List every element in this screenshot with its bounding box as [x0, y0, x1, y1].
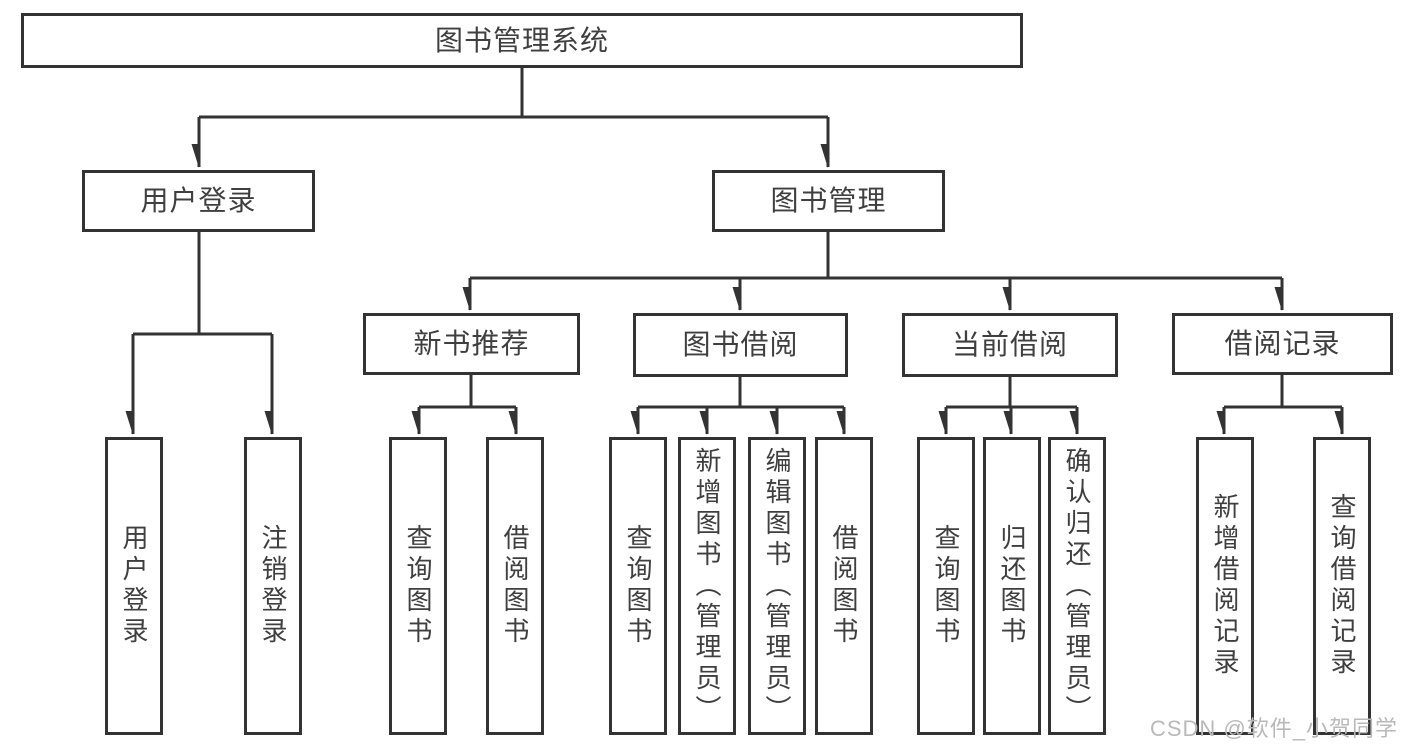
leaf-current-return-books-label: 归还图书 [997, 524, 1027, 648]
node-book-borrow: 图书借阅 [633, 313, 848, 377]
leaf-user-login: 用户登录 [105, 437, 163, 735]
watermark-text: CSDN @软件_小贺同学 [1149, 716, 1398, 741]
leaf-current-confirm-return-admin-label: 确认归还（管理员） [1062, 446, 1092, 726]
leaf-newrec-query-books: 查询图书 [389, 437, 447, 735]
leaf-user-login-label: 用户登录 [119, 524, 149, 648]
leaf-records-query-record-label: 查询借阅记录 [1327, 493, 1357, 679]
node-root-label: 图书管理系统 [434, 24, 609, 56]
node-current-borrow-label: 当前借阅 [951, 329, 1068, 360]
leaf-borrow-query-books-label: 查询图书 [623, 524, 653, 648]
leaf-borrow-borrow-books-label: 借阅图书 [829, 524, 859, 648]
leaf-borrow-edit-books-admin: 编辑图书（管理员） [748, 437, 806, 735]
node-root: 图书管理系统 [21, 13, 1023, 68]
node-book-management: 图书管理 [712, 170, 945, 232]
leaf-borrow-query-books: 查询图书 [609, 437, 667, 735]
leaf-current-return-books: 归还图书 [983, 437, 1041, 735]
leaf-borrow-borrow-books: 借阅图书 [815, 437, 873, 735]
node-current-borrow: 当前借阅 [902, 313, 1118, 377]
node-user-login: 用户登录 [82, 170, 315, 232]
leaf-current-confirm-return-admin: 确认归还（管理员） [1048, 437, 1106, 735]
node-book-management-label: 图书管理 [770, 185, 887, 216]
leaf-borrow-add-books-admin: 新增图书（管理员） [678, 437, 736, 735]
leaf-newrec-borrow-books: 借阅图书 [486, 437, 544, 735]
node-book-borrow-label: 图书借阅 [682, 329, 799, 360]
leaf-records-add-record: 新增借阅记录 [1196, 437, 1254, 735]
leaf-records-query-record: 查询借阅记录 [1313, 437, 1371, 735]
node-user-login-label: 用户登录 [140, 185, 257, 216]
node-borrow-records: 借阅记录 [1172, 313, 1393, 375]
node-new-book-recommend-label: 新书推荐 [413, 328, 530, 359]
leaf-current-query-books-label: 查询图书 [931, 524, 961, 648]
node-new-book-recommend: 新书推荐 [363, 313, 580, 375]
leaf-records-add-record-label: 新增借阅记录 [1210, 493, 1240, 679]
leaf-newrec-borrow-books-label: 借阅图书 [500, 524, 530, 648]
leaf-borrow-edit-books-admin-label: 编辑图书（管理员） [762, 446, 792, 726]
leaf-logout: 注销登录 [244, 437, 302, 735]
leaf-current-query-books: 查询图书 [917, 437, 975, 735]
leaf-logout-label: 注销登录 [258, 524, 288, 648]
leaf-newrec-query-books-label: 查询图书 [403, 524, 433, 648]
leaf-borrow-add-books-admin-label: 新增图书（管理员） [692, 446, 722, 726]
node-borrow-records-label: 借阅记录 [1224, 328, 1341, 359]
